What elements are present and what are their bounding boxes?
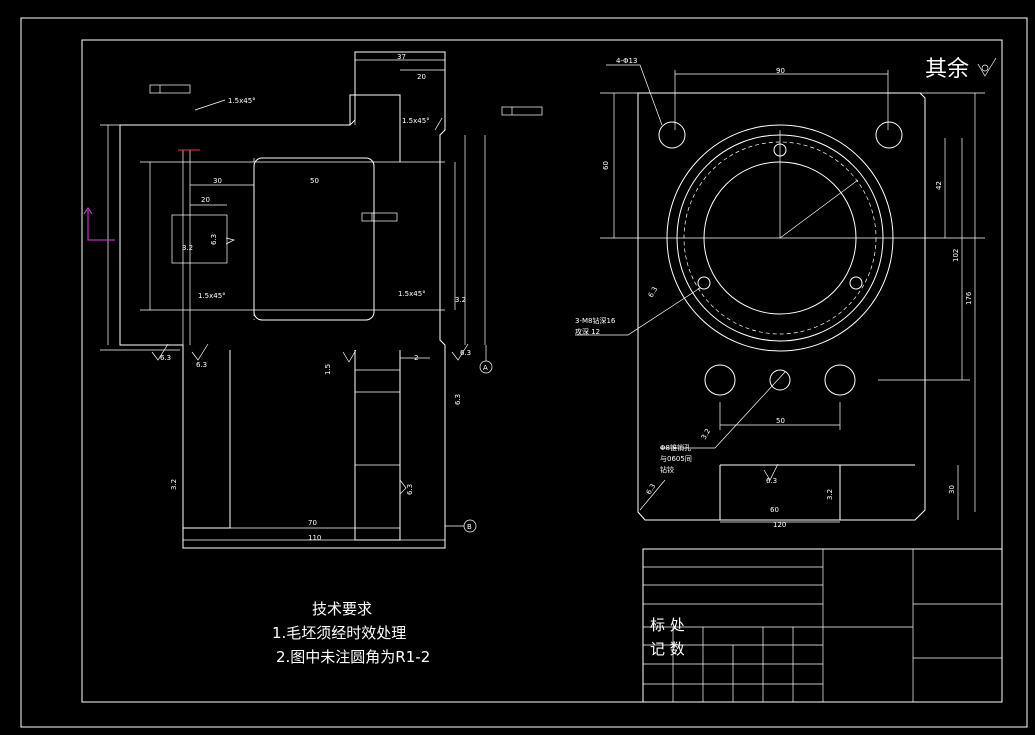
pin-note-3: 钻铰 bbox=[660, 465, 674, 474]
chamfer-4: 1.5x45° bbox=[398, 290, 426, 298]
left-section-view: 37 20 30 50 20 70 110 2 1.5 1.5x45° 1.5x… bbox=[83, 51, 543, 549]
right-top-view: 90 60 42 102 176 50 120 30 bbox=[575, 57, 997, 529]
dim-60-right: 60 bbox=[770, 506, 779, 514]
datum-a: A bbox=[483, 364, 488, 372]
chamfer-2: 1.5x45° bbox=[402, 117, 430, 125]
roughness-7: 6.3 bbox=[406, 484, 414, 495]
dim-60: 60 bbox=[602, 161, 610, 170]
tech-title: 技术要求 bbox=[312, 600, 372, 618]
roughness-1: 6.3 bbox=[160, 354, 171, 362]
r-roughness-4: 3.2 bbox=[700, 427, 712, 441]
thread-depth-note: 攻深 12 bbox=[575, 327, 600, 336]
dim-120: 120 bbox=[773, 521, 786, 529]
tech-item-2: 2.图中未注圆角为R1-2 bbox=[276, 648, 430, 666]
hole-callout: 4-Φ13 bbox=[616, 57, 637, 65]
dim-50: 50 bbox=[310, 177, 319, 185]
dim-90: 90 bbox=[776, 67, 785, 75]
dim-42: 42 bbox=[935, 181, 943, 190]
dim-1-5: 1.5 bbox=[324, 364, 332, 375]
r-roughness-2: 3.2 bbox=[826, 489, 834, 500]
chamfer-3: 1.5x45° bbox=[198, 292, 226, 300]
tech-requirements: 技术要求 1.毛坯须经时效处理 2.图中未注圆角为R1-2 bbox=[272, 600, 430, 666]
dim-176: 176 bbox=[965, 291, 973, 305]
roughness-4: 3.2 bbox=[455, 296, 466, 304]
roughness-8: 6.3 bbox=[454, 394, 462, 405]
r-roughness-3: 6.3 bbox=[647, 285, 659, 299]
roughness-2: 6.3 bbox=[196, 361, 207, 369]
dim-20: 20 bbox=[201, 196, 210, 204]
rough-mark-label: 其余 bbox=[925, 57, 969, 82]
tech-item-1: 1.毛坯须经时效处理 bbox=[272, 624, 406, 642]
title-block-row2: 记 数 bbox=[650, 640, 685, 658]
dim-30-right: 30 bbox=[948, 485, 956, 494]
pin-note-2: 与0605同 bbox=[660, 455, 692, 463]
dim-70: 70 bbox=[308, 519, 317, 527]
r-roughness-5: 6.3 bbox=[645, 482, 657, 496]
title-block: 标 处 记 数 bbox=[642, 548, 1003, 703]
inner-frame bbox=[81, 39, 1003, 703]
dim-110: 110 bbox=[308, 534, 321, 542]
roughness-9: 3.2 bbox=[170, 479, 178, 490]
roughness-6: 6.3 bbox=[210, 234, 218, 245]
chamfer-1: 1.5x45° bbox=[228, 97, 256, 105]
dim-2: 2 bbox=[414, 354, 418, 362]
outer-frame bbox=[20, 17, 1028, 728]
dim-30: 30 bbox=[213, 177, 222, 185]
roughness-3: 6.3 bbox=[460, 349, 471, 357]
roughness-symbol-icon bbox=[977, 57, 997, 77]
r-roughness-1: 6.3 bbox=[766, 477, 777, 485]
dim-50-right: 50 bbox=[776, 417, 785, 425]
datum-b: B bbox=[467, 523, 472, 531]
thread-note: 3-M8钻深16 bbox=[575, 316, 616, 325]
dim-102: 102 bbox=[952, 249, 960, 262]
title-block-row1: 标 处 bbox=[650, 616, 685, 634]
dim-20-top: 20 bbox=[417, 73, 426, 81]
pin-note-1: Φ8锥销孔 bbox=[660, 443, 691, 452]
dim-37: 37 bbox=[397, 53, 406, 61]
roughness-5: 3.2 bbox=[182, 244, 193, 252]
